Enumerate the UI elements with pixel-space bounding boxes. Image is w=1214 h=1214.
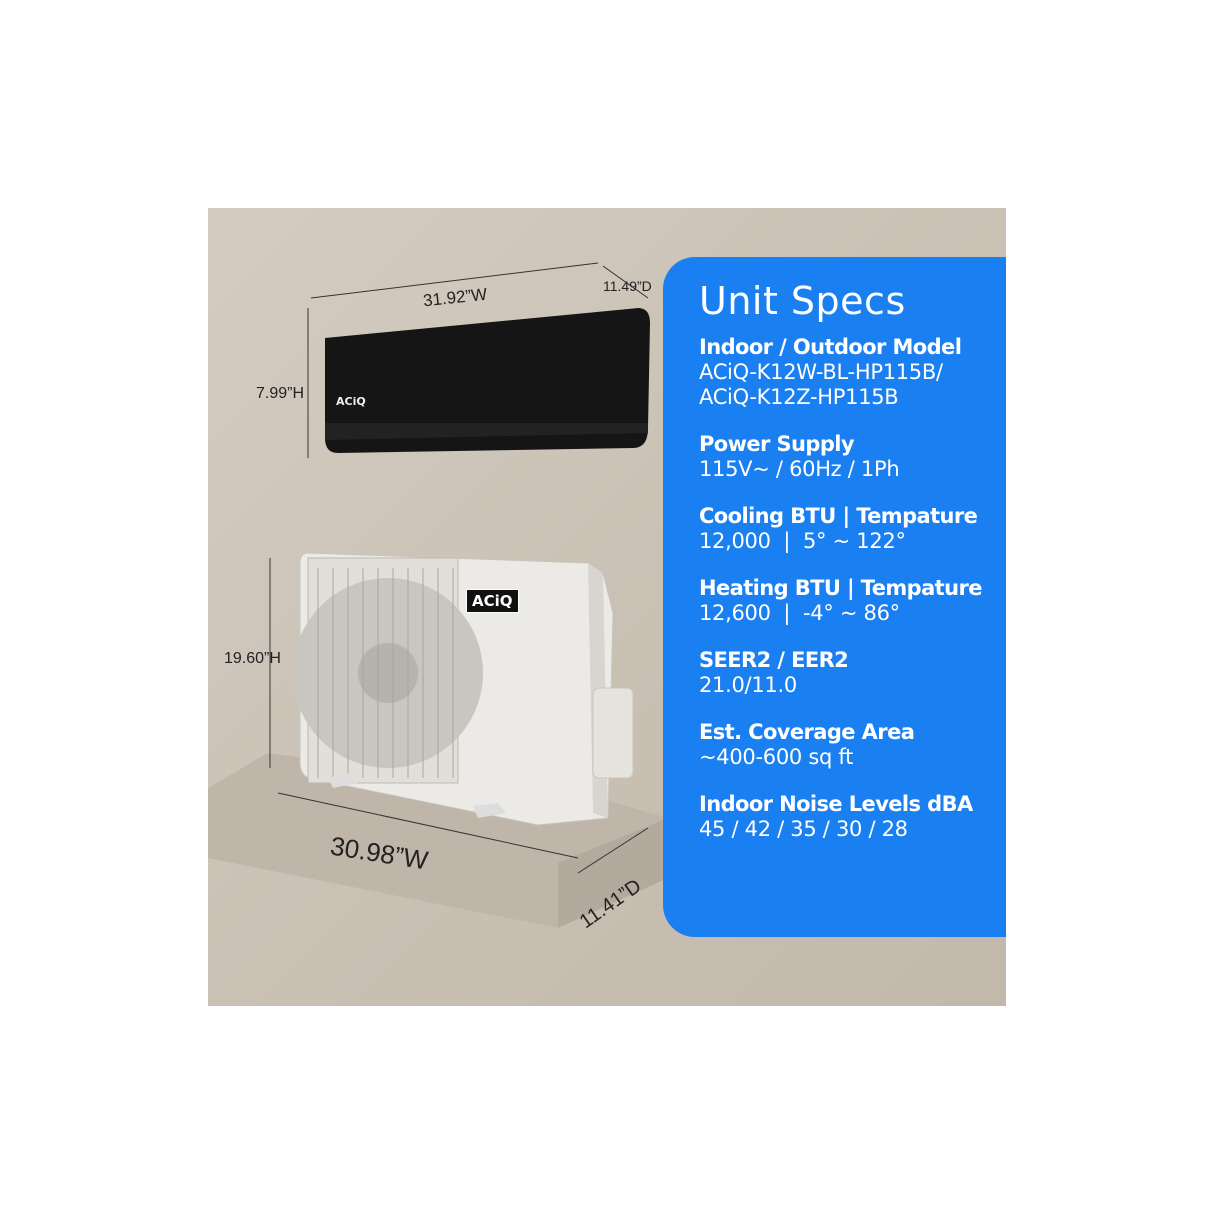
spec-label: Indoor / Outdoor Model — [699, 335, 962, 359]
product-illustration — [208, 262, 668, 928]
spec-label: Heating BTU | Tempature — [699, 576, 982, 600]
spec-noise: Indoor Noise Levels dBA 45 / 42 / 35 / 3… — [699, 792, 1006, 842]
spec-label: Cooling BTU | Tempature — [699, 504, 978, 528]
spec-value: 12,000 | 5° ~ 122° — [699, 529, 906, 553]
spec-power: Power Supply 115V~ / 60Hz / 1Ph — [699, 432, 1006, 482]
spec-model: Indoor / Outdoor Model ACiQ-K12W-BL-HP11… — [699, 335, 1006, 410]
spec-label: SEER2 / EER2 — [699, 648, 849, 672]
spec-value: ACiQ-K12Z-HP115B — [699, 385, 899, 409]
unit-specs-panel: Unit Specs Indoor / Outdoor Model ACiQ-K… — [663, 257, 1006, 937]
spec-label: Indoor Noise Levels dBA — [699, 792, 973, 816]
spec-cooling: Cooling BTU | Tempature 12,000 | 5° ~ 12… — [699, 504, 1006, 554]
outdoor-logo: ACiQ — [466, 589, 519, 613]
spec-label: Est. Coverage Area — [699, 720, 915, 744]
spec-value: ~400-600 sq ft — [699, 745, 854, 769]
spec-value: 115V~ / 60Hz / 1Ph — [699, 457, 900, 481]
spec-value: 12,600 | -4° ~ 86° — [699, 601, 900, 625]
outdoor-unit — [293, 552, 634, 826]
spec-heating: Heating BTU | Tempature 12,600 | -4° ~ 8… — [699, 576, 1006, 626]
panel-title: Unit Specs — [699, 279, 906, 323]
spec-coverage: Est. Coverage Area ~400-600 sq ft — [699, 720, 1006, 770]
spec-efficiency: SEER2 / EER2 21.0/11.0 — [699, 648, 1006, 698]
dimension-lines — [269, 262, 649, 874]
indoor-unit — [325, 308, 650, 453]
spec-value: ACiQ-K12W-BL-HP115B/ — [699, 360, 943, 384]
outdoor-height-label: 19.60”H — [224, 650, 281, 667]
indoor-height-label: 7.99”H — [256, 385, 305, 402]
indoor-logo: ACiQ — [336, 395, 366, 408]
spec-label: Power Supply — [699, 432, 855, 456]
indoor-depth-label: 11.49”D — [603, 278, 652, 294]
spec-value: 45 / 42 / 35 / 30 / 28 — [699, 817, 908, 841]
spec-value: 21.0/11.0 — [699, 673, 797, 697]
